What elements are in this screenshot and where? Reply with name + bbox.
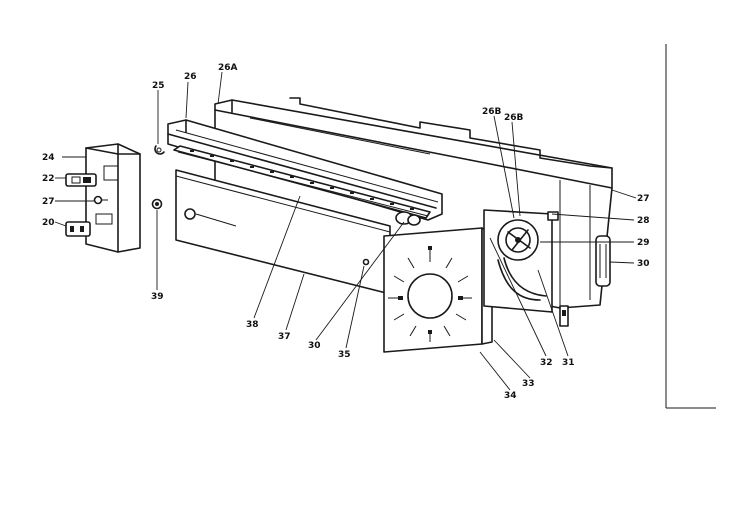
timer-clock-plate [383,227,493,353]
callout-35: 35 [338,350,351,360]
callout-27-right: 27 [637,194,650,204]
clip-part [154,145,165,155]
front-panel [175,169,391,295]
callout-20: 20 [42,218,55,228]
callout-37: 37 [278,332,291,342]
lamp-socket [395,211,421,226]
leader-lines [54,71,637,391]
grommet-part [151,198,163,210]
callout-28: 28 [637,216,650,226]
callout-23: 24 [42,153,55,163]
callout-26b: 26B [504,113,524,123]
callout-26: 26A [218,63,238,73]
timer-motor-bracket [483,209,569,327]
lamp-rail [167,119,443,221]
callout-34: 34 [504,391,517,401]
callout-22: 22 [42,174,55,184]
switch-bracket-box [85,143,141,253]
callout-25: 26 [184,72,197,82]
callout-26a: 26B [482,107,502,117]
callout-labels: 24 22 27 20 25 26 26A 39 38 37 30 35 34 … [42,63,650,401]
screw-part [93,195,108,205]
callout-29: 29 [637,238,650,248]
callout-24: 25 [152,81,165,91]
callout-39: 39 [151,292,164,302]
receptacle-part [65,221,91,237]
knob-part [362,258,370,266]
callout-36: 30 [308,341,321,351]
switch-part [65,173,97,187]
callout-30: 30 [637,259,650,269]
callout-32: 32 [540,358,553,368]
callout-27-left: 27 [42,197,55,207]
callout-33: 33 [522,379,535,389]
callout-31: 31 [562,358,575,368]
fluorescent-lamp [173,145,431,219]
callout-38: 38 [246,320,259,330]
